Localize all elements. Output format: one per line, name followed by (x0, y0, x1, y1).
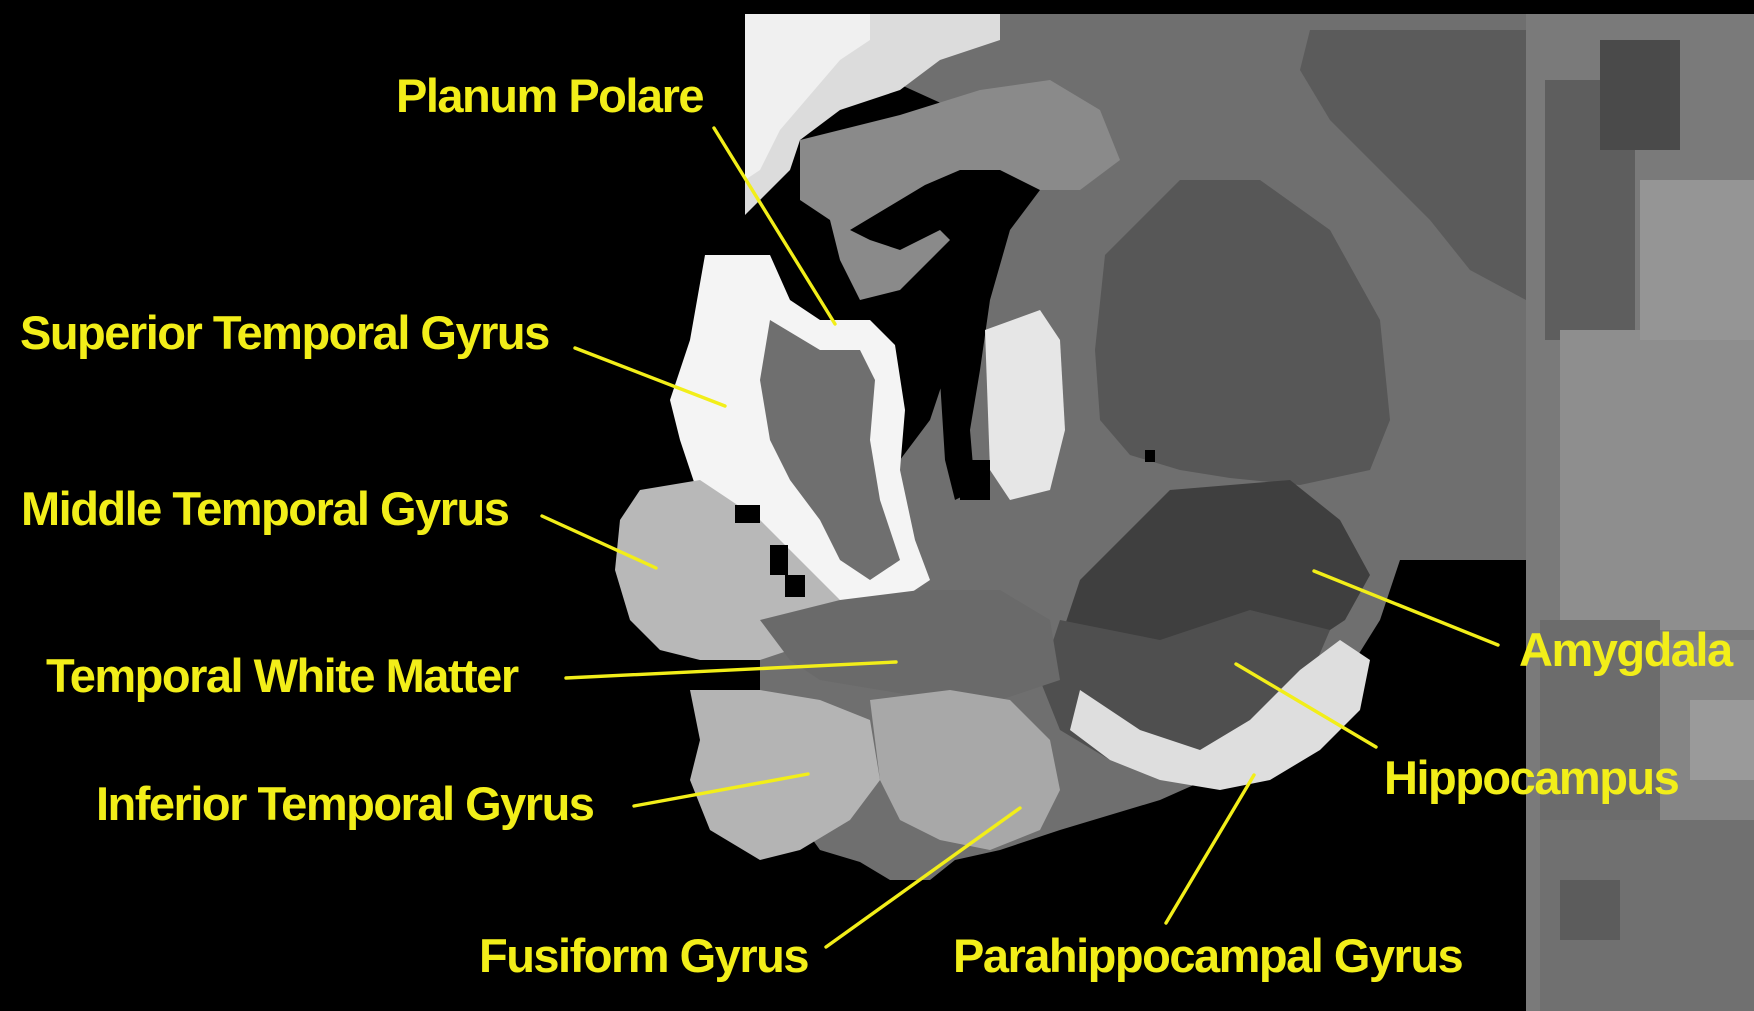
label-amygdala: Amygdala (1519, 623, 1734, 676)
white-strip (985, 310, 1065, 500)
label-planum-polare: Planum Polare (396, 69, 703, 122)
adjacent-tissue (1526, 14, 1754, 1011)
label-middle-temporal-gyrus: Middle Temporal Gyrus (21, 482, 509, 535)
label-superior-temporal-gyrus: Superior Temporal Gyrus (20, 306, 549, 359)
label-hippocampus: Hippocampus (1384, 751, 1679, 804)
label-temporal-white-matter: Temporal White Matter (46, 649, 519, 702)
label-parahippocampal-gyrus: Parahippocampal Gyrus (953, 929, 1463, 982)
label-inferior-temporal-gyrus: Inferior Temporal Gyrus (96, 777, 594, 830)
label-fusiform-gyrus: Fusiform Gyrus (479, 929, 808, 982)
